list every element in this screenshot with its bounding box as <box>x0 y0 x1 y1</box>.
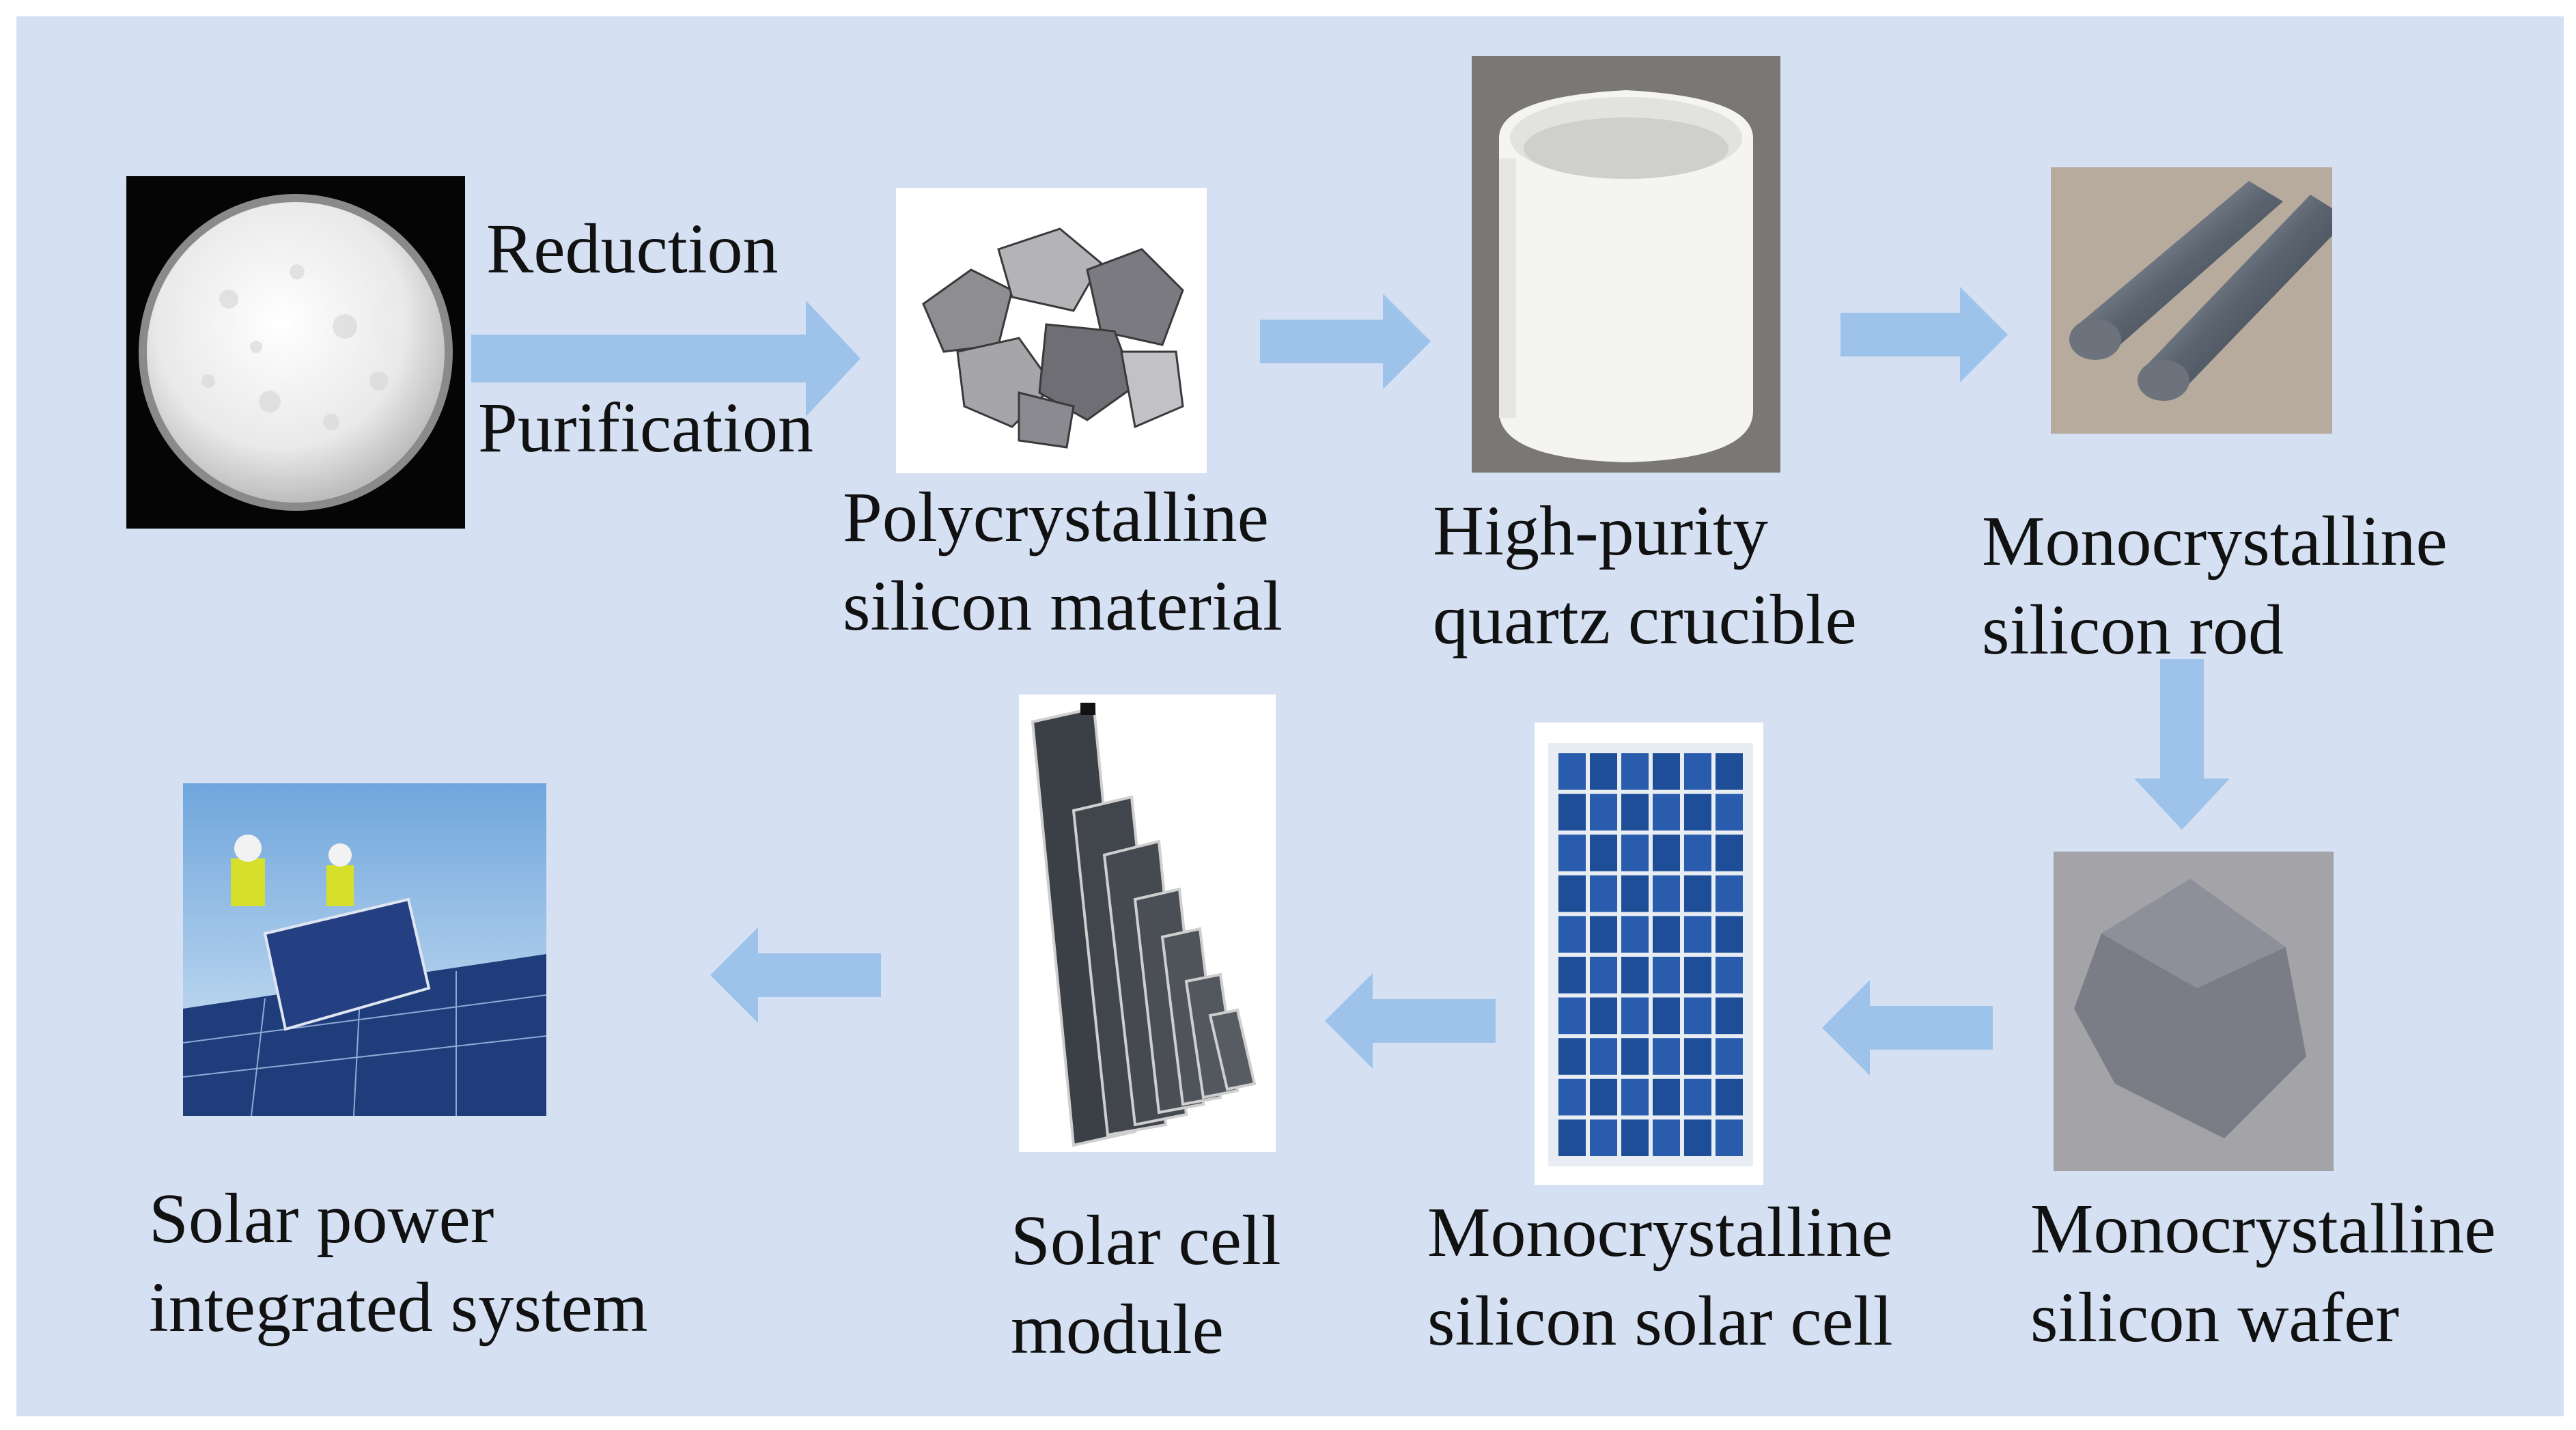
solar-modules-image <box>1019 695 1276 1152</box>
solar-cell-tile <box>1558 1038 1586 1075</box>
arrow-right-3 <box>1840 287 2008 382</box>
solar-cell-tile <box>1621 997 1649 1035</box>
solar-cell-tile <box>1558 835 1586 871</box>
solar-cell-tile <box>1558 753 1586 790</box>
solar-cell-tile <box>1684 835 1711 871</box>
solar-cell-tile <box>1716 875 1743 912</box>
solar-cell-tile <box>1558 997 1586 1035</box>
solar-cell-tile <box>1684 794 1711 831</box>
solar-cell-tile <box>1590 794 1617 831</box>
installers-on-roof-image <box>183 783 546 1116</box>
solar-cell-tile <box>1621 875 1649 912</box>
solar-cell-tile <box>1621 957 1649 994</box>
solar-cell-tile <box>1653 835 1680 871</box>
solar-cell-tile <box>1716 957 1743 994</box>
solar-cell-tile <box>1621 916 1649 953</box>
solar-cell-tile <box>1684 916 1711 953</box>
solar-cell-tile <box>1684 1038 1711 1075</box>
solar-cell-tile <box>1558 1078 1586 1116</box>
solar-cell-tile <box>1716 1038 1743 1075</box>
solar-cell-tile <box>1653 997 1680 1035</box>
solar-cell-tile <box>1558 875 1586 912</box>
arrow-left-3 <box>710 927 881 1023</box>
solar-cell-tile <box>1684 1078 1711 1116</box>
solar-cell-tile <box>1716 1119 1743 1156</box>
arrow-left-1 <box>1822 980 1993 1076</box>
solar-cell-tile <box>1621 835 1649 871</box>
solar-cell-tile <box>1558 957 1586 994</box>
solar-cell-tile <box>1590 753 1617 790</box>
solar-cell-tile <box>1716 997 1743 1035</box>
solar-cell-tile <box>1684 957 1711 994</box>
solar-cell-tile <box>1558 794 1586 831</box>
arrow-left-2 <box>1325 973 1496 1069</box>
silicon-wafer-image <box>2054 852 2334 1171</box>
solar-cell-tile <box>1716 835 1743 871</box>
solar-cell-tile <box>1590 1038 1617 1075</box>
solar-cell-tile <box>1684 1119 1711 1156</box>
solar-cell-tile <box>1590 916 1617 953</box>
solar-cell-tile <box>1653 1038 1680 1075</box>
solar-cell-tile <box>1653 957 1680 994</box>
solar-cell-tile <box>1590 1119 1617 1156</box>
solar-cell-tile <box>1558 916 1586 953</box>
solar-cell-tile <box>1684 753 1711 790</box>
solar-cell-tile <box>1716 794 1743 831</box>
solar-cell-tile <box>1621 1119 1649 1156</box>
silicon-rods-image <box>2051 167 2332 434</box>
solar-cell-tile <box>1653 794 1680 831</box>
solar-cell-tile <box>1653 1078 1680 1116</box>
solar-cell-tile <box>1621 1038 1649 1075</box>
arrow-right-1 <box>471 300 860 417</box>
solar-cell-tile <box>1684 997 1711 1035</box>
arrow-right-2 <box>1260 294 1431 389</box>
solar-cell-tile <box>1653 875 1680 912</box>
solar-cell-tile <box>1716 916 1743 953</box>
polysilicon-chunks-image <box>896 188 1207 473</box>
solar-cell-tile <box>1716 1078 1743 1116</box>
solar-cell-tile <box>1558 1119 1586 1156</box>
solar-cell-image <box>1535 723 1763 1185</box>
solar-cell-tile <box>1653 753 1680 790</box>
arrow-label-purification: Purification <box>478 389 814 467</box>
solar-cell-tile <box>1590 1078 1617 1116</box>
solar-cell-tile <box>1590 997 1617 1035</box>
solar-cell-tile <box>1716 753 1743 790</box>
arrow-label-reduction: Reduction <box>486 210 779 288</box>
arrow-down <box>2134 659 2230 830</box>
quartz-crucible-image <box>1472 56 1780 473</box>
solar-cell-tile <box>1653 916 1680 953</box>
solar-cell-tile <box>1590 957 1617 994</box>
solar-cell-tile <box>1621 1078 1649 1116</box>
solar-cell-tile <box>1590 875 1617 912</box>
solar-cell-tile <box>1621 753 1649 790</box>
silica-powder-dish-image <box>126 176 465 529</box>
solar-cell-tile <box>1684 875 1711 912</box>
solar-cell-tile <box>1653 1119 1680 1156</box>
solar-cell-tile <box>1621 794 1649 831</box>
solar-cell-tile <box>1590 835 1617 871</box>
